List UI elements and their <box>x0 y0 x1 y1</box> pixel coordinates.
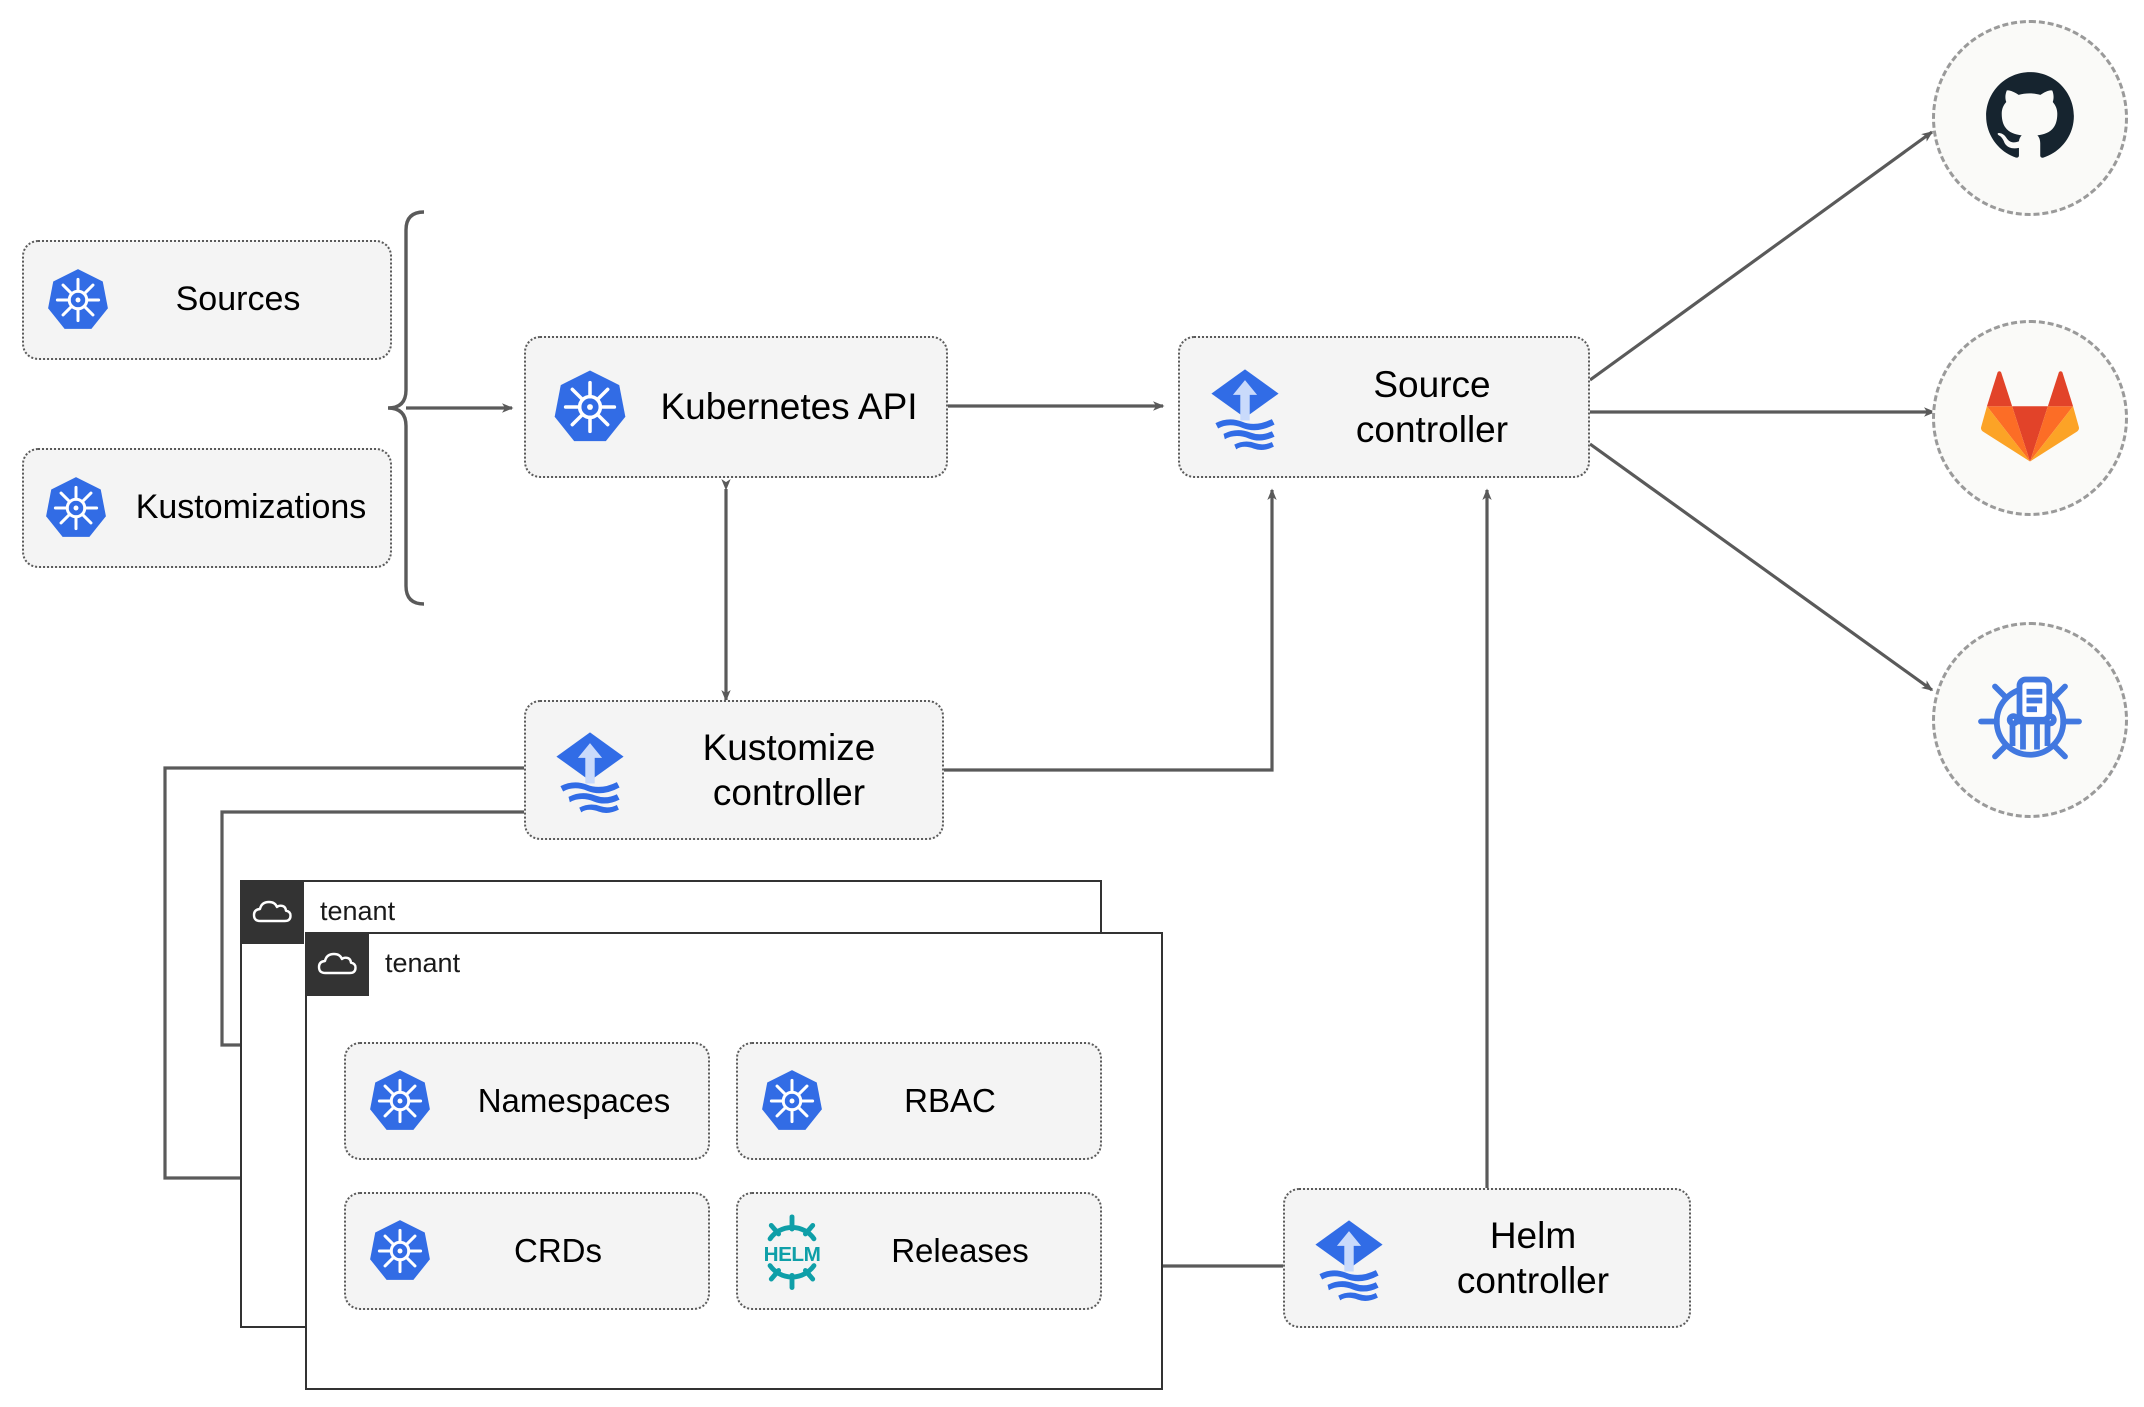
node-crds[interactable]: CRDs <box>344 1192 710 1310</box>
wire-source-helmrepo <box>1589 442 1934 692</box>
node-kustomizations[interactable]: Kustomizations <box>22 448 392 568</box>
flux-icon <box>1285 1215 1413 1301</box>
provider-gitlab[interactable] <box>1932 320 2128 516</box>
helm-icon: HELM <box>738 1212 846 1290</box>
flux-icon <box>1180 364 1310 450</box>
node-namespaces[interactable]: Namespaces <box>344 1042 710 1160</box>
kubernetes-icon <box>738 1068 846 1134</box>
node-label: Namespaces <box>477 1081 671 1119</box>
svg-text:HELM: HELM <box>764 1243 821 1266</box>
provider-helm-repository[interactable] <box>1932 622 2128 818</box>
node-releases[interactable]: HELM Releases <box>736 1192 1102 1310</box>
node-source-controller[interactable]: Source controller <box>1178 336 1590 478</box>
node-label: Releases <box>891 1231 1029 1269</box>
node-label: CRDs <box>514 1231 602 1269</box>
tenant-label: tenant <box>320 896 396 926</box>
wire-source-github <box>1589 130 1934 382</box>
github-icon <box>1978 64 2082 173</box>
provider-github[interactable] <box>1932 20 2128 216</box>
tenant-label: tenant <box>385 948 461 978</box>
node-label: Kubernetes API <box>660 386 918 428</box>
node-rbac[interactable]: RBAC <box>736 1042 1102 1160</box>
node-label: Kustomize controller <box>702 726 876 813</box>
node-kustomize-controller[interactable]: Kustomize controller <box>524 700 944 840</box>
kubernetes-icon <box>526 368 654 446</box>
helm-repository-icon <box>1974 662 2086 779</box>
gitlab-icon <box>1978 364 2082 473</box>
flux-icon <box>526 727 654 813</box>
kubernetes-icon <box>24 267 132 333</box>
sources-brace <box>387 210 425 606</box>
tenant-card-inner[interactable]: tenant <box>304 931 1163 1390</box>
node-label: Sources <box>175 280 301 319</box>
node-label: RBAC <box>904 1081 996 1119</box>
node-kubernetes-api[interactable]: Kubernetes API <box>524 336 948 478</box>
node-helm-controller[interactable]: Helm controller <box>1283 1188 1691 1328</box>
node-label: Helm controller <box>1456 1214 1610 1301</box>
cloud-icon <box>304 931 369 996</box>
kubernetes-icon <box>346 1218 454 1284</box>
kubernetes-icon <box>346 1068 454 1134</box>
wire-kustomize-source <box>944 488 1277 772</box>
node-label: Source controller <box>1355 363 1509 450</box>
node-label: Kustomizations <box>135 488 367 527</box>
cloud-icon <box>239 879 304 944</box>
node-sources[interactable]: Sources <box>22 240 392 360</box>
kubernetes-icon <box>24 475 128 541</box>
